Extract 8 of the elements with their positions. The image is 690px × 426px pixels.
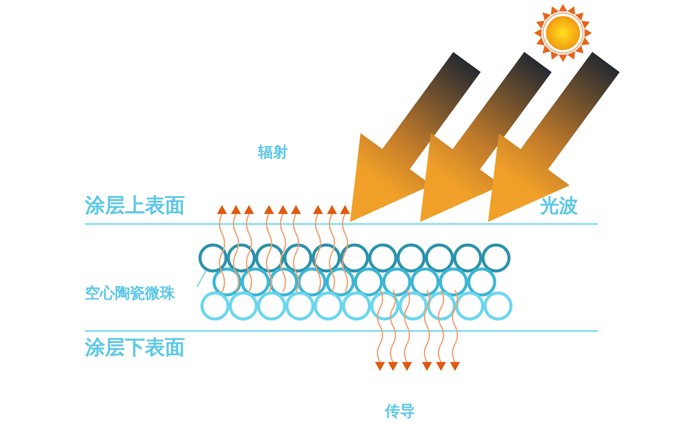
light-wave-label: 光波 <box>540 196 578 217</box>
callout-label: 空心陶瓷微珠 <box>85 285 175 302</box>
microbead <box>198 244 228 272</box>
radiation-label: 辐射 <box>258 144 288 160</box>
surface-label: 涂层下表面 <box>85 336 185 358</box>
conduction-label: 传导 <box>385 403 415 420</box>
leader-line <box>196 270 207 288</box>
surface-label: 涂层上表面 <box>85 194 185 216</box>
